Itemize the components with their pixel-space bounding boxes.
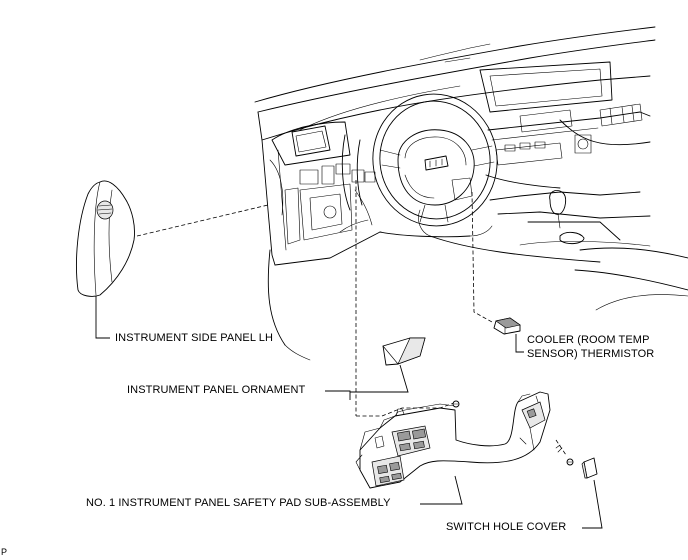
label-instrument-panel-ornament: INSTRUMENT PANEL ORNAMENT [127, 384, 306, 396]
screw-icon [452, 400, 574, 466]
instrument-side-panel-part [76, 180, 135, 297]
safety-pad-part [355, 391, 551, 489]
corner-code: P [1, 547, 8, 557]
label-instrument-side-panel-lh: INSTRUMENT SIDE PANEL LH [115, 332, 274, 344]
dashboard-illustration [254, 26, 688, 361]
assembly-guide-lines [136, 180, 567, 456]
instrument-panel-ornament-part [382, 337, 426, 366]
label-leader-lines [95, 296, 603, 529]
label-safety-pad-sub-assembly: NO. 1 INSTRUMENT PANEL SAFETY PAD SUB-AS… [86, 497, 391, 509]
label-thermistor-line2: SENSOR) THERMISTOR [527, 348, 655, 360]
label-switch-hole-cover: SWITCH HOLE COVER [446, 521, 567, 533]
thermistor-part [493, 317, 521, 335]
label-thermistor-line1: COOLER (ROOM TEMP [527, 334, 650, 346]
switch-hole-cover-part [581, 457, 598, 479]
